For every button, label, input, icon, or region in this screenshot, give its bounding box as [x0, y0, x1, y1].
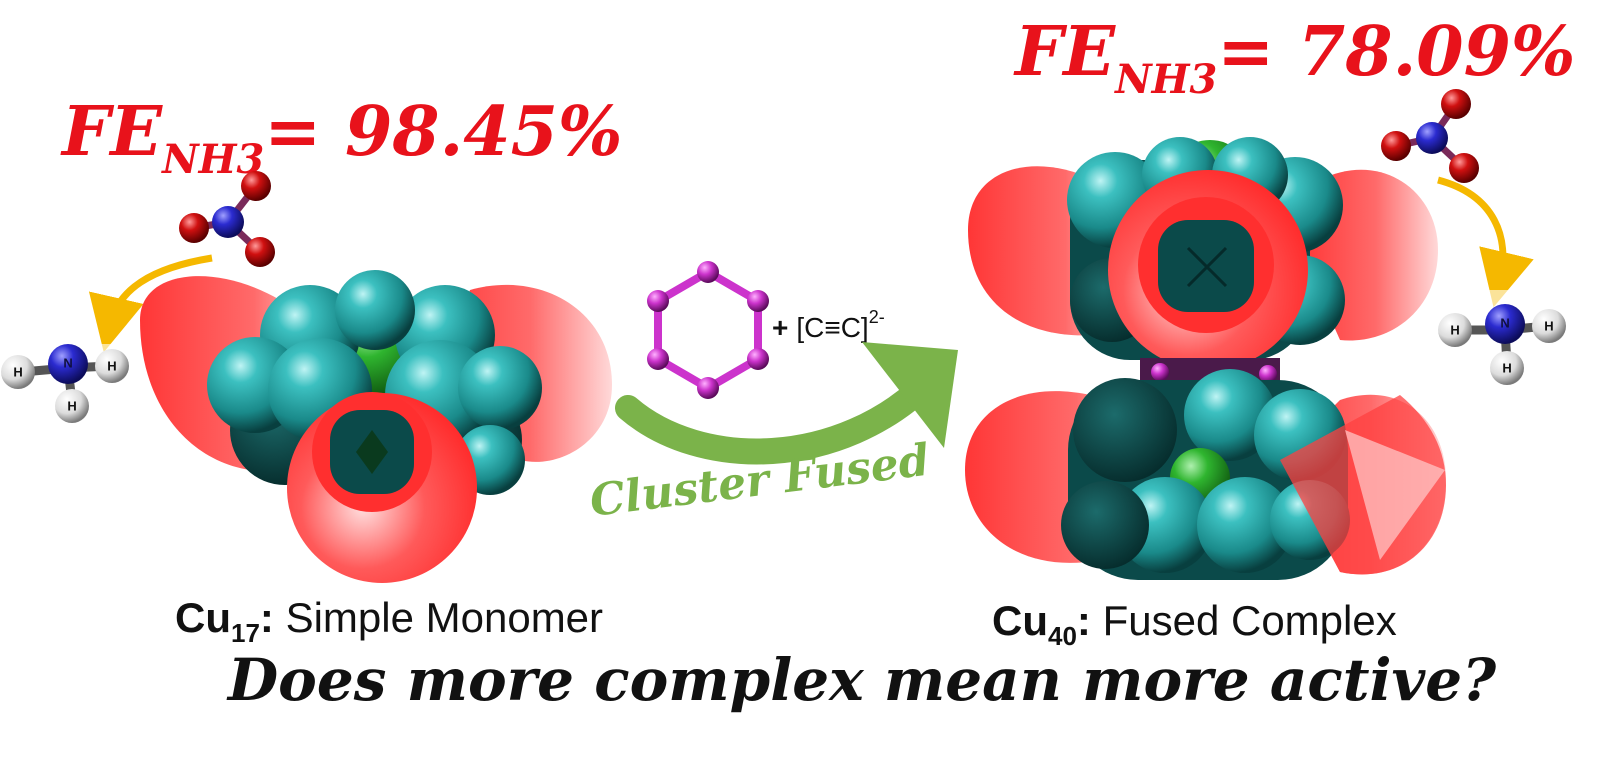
- right-fe-symbol: FE: [1013, 12, 1116, 92]
- left-reaction-arrow: [88, 254, 213, 353]
- ammonia-n-label: N: [63, 356, 72, 371]
- right-fe-subscript: NH3: [1113, 56, 1217, 103]
- left-caption-colon: :: [260, 594, 274, 641]
- left-caption-symbol: Cu: [175, 594, 231, 641]
- left-caption-subscript: 17: [231, 618, 260, 648]
- right-caption-symbol: Cu: [992, 597, 1048, 644]
- ammonia-h-label: H: [107, 359, 116, 374]
- ammonia-h-label: H: [13, 365, 22, 380]
- cluster-fused-arrow: [615, 342, 958, 465]
- ammonia-h-label: H: [1502, 361, 1511, 376]
- left-fe-label: FENH3= 98.45%: [60, 92, 623, 183]
- right-reaction-arrow: [1437, 176, 1534, 308]
- left-fe-symbol: FE: [60, 92, 163, 172]
- right-caption-subscript: 40: [1048, 621, 1077, 651]
- ammonia-h-label: H: [1544, 319, 1553, 334]
- reagent-formula: [C≡C]: [796, 312, 868, 343]
- ammonia-h-label: H: [1450, 323, 1459, 338]
- ammonia-molecule-icon: N H H H: [0, 344, 140, 423]
- left-caption-text: Simple Monomer: [274, 594, 603, 641]
- ammonia-n-label: N: [1500, 316, 1509, 331]
- left-caption: Cu17: Simple Monomer: [175, 594, 603, 648]
- nitrate-molecule-icon: [179, 171, 275, 267]
- cu17-cluster-model: [140, 270, 612, 583]
- reagent-charge: 2-: [869, 307, 885, 327]
- key-question: Does more complex mean more active?: [226, 646, 1497, 714]
- nitrate-molecule-icon: [1381, 89, 1479, 183]
- right-caption: Cu40: Fused Complex: [992, 597, 1397, 651]
- acetylide-reagent: + [C≡C]2-: [772, 307, 885, 343]
- cu40-cluster-model: [965, 137, 1446, 580]
- left-fe-value: = 98.45%: [264, 92, 622, 172]
- ammonia-molecule-icon: N H H H: [1438, 290, 1569, 385]
- ammonia-h-label: H: [67, 399, 76, 414]
- right-caption-colon: :: [1077, 597, 1091, 644]
- right-fe-label: FENH3= 78.09%: [1013, 12, 1576, 103]
- svg-text:FENH3= 78.09%: FENH3= 78.09%: [1013, 12, 1576, 103]
- benzene-ring-icon: [647, 261, 769, 399]
- reagent-plus: +: [772, 312, 788, 343]
- right-caption-text: Fused Complex: [1091, 597, 1397, 644]
- svg-text:FENH3= 98.45%: FENH3= 98.45%: [60, 92, 623, 183]
- right-fe-value: = 78.09%: [1217, 12, 1575, 92]
